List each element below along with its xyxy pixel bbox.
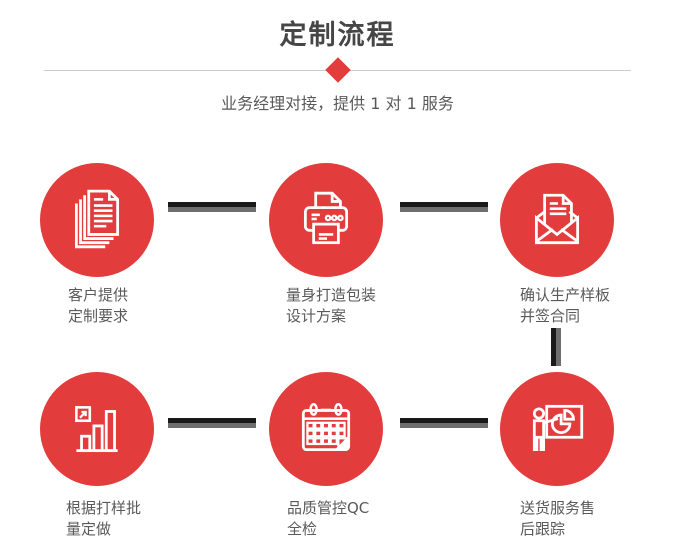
diamond-accent-icon bbox=[325, 57, 351, 83]
step-label-1: 客户提供 定制要求 bbox=[68, 285, 128, 327]
step-label-2: 量身打造包装 设计方案 bbox=[286, 285, 376, 327]
connector-step5-step6 bbox=[400, 418, 488, 428]
step-circle-4 bbox=[40, 372, 154, 486]
step-label-line: 并签合同 bbox=[520, 307, 581, 325]
step-label-6: 送货服务售 后跟踪 bbox=[520, 498, 595, 540]
connector-step1-step2 bbox=[168, 202, 256, 212]
step-label-line: 后跟踪 bbox=[520, 520, 566, 538]
step-label-4: 根据打样批 量定做 bbox=[66, 498, 141, 540]
step-circle-5 bbox=[269, 372, 383, 486]
envelope-icon bbox=[524, 187, 590, 253]
step-label-line: 客户提供 bbox=[68, 286, 129, 304]
presentation-icon bbox=[524, 396, 590, 462]
connector-step3-step6 bbox=[551, 328, 561, 366]
page-title: 定制流程 bbox=[279, 20, 396, 51]
step-label-line: 量身打造包装 bbox=[286, 286, 377, 304]
step-label-line: 根据打样批 bbox=[66, 499, 142, 517]
step-label-line: 定制要求 bbox=[68, 307, 129, 325]
step-label-line: 品质管控QC bbox=[287, 499, 370, 517]
subtitle: 业务经理对接，提供 1 对 1 服务 bbox=[221, 94, 454, 113]
documents-icon bbox=[64, 187, 130, 253]
connector-step2-step3 bbox=[400, 202, 488, 212]
step-label-line: 确认生产样板 bbox=[520, 286, 611, 304]
step-circle-2 bbox=[269, 163, 383, 277]
connector-step4-step5 bbox=[168, 418, 256, 428]
step-label-line: 全检 bbox=[287, 520, 318, 538]
bar-chart-icon bbox=[64, 396, 130, 462]
step-circle-1 bbox=[40, 163, 154, 277]
step-label-line: 设计方案 bbox=[286, 307, 347, 325]
step-label-5: 品质管控QC 全检 bbox=[287, 498, 369, 540]
calendar-icon bbox=[293, 396, 359, 462]
step-circle-3 bbox=[500, 163, 614, 277]
step-label-3: 确认生产样板 并签合同 bbox=[520, 285, 610, 327]
step-label-line: 量定做 bbox=[66, 520, 112, 538]
step-label-line: 送货服务售 bbox=[520, 499, 596, 517]
step-circle-6 bbox=[500, 372, 614, 486]
printer-icon bbox=[293, 187, 359, 253]
